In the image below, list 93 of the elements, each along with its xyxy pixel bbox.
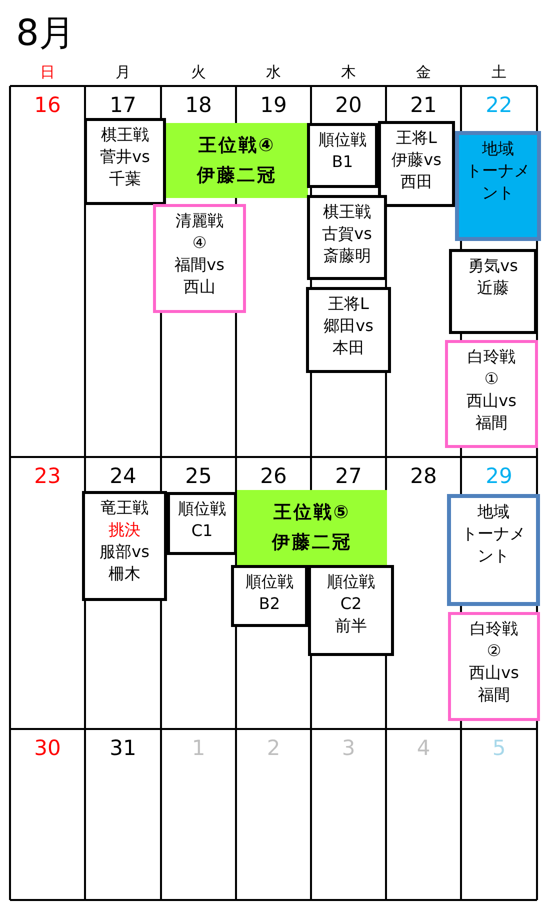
day-number: 23 (33, 463, 62, 489)
day-number: 24 (108, 463, 138, 489)
weekday-label: 火 (190, 63, 207, 81)
event-text: 順位戦 (178, 498, 226, 520)
event-text: 前半 (335, 615, 367, 637)
event-text: 棋王戦 (101, 124, 149, 146)
event-text: 菅井vs (100, 146, 150, 168)
event-text: 古賀vs (322, 223, 372, 245)
event-text: 棋王戦 (323, 201, 371, 223)
event-text: 西山vs (469, 662, 519, 684)
weekday-label: 木 (340, 63, 357, 81)
event-text: 斎藤明 (323, 245, 371, 267)
event-box (84, 118, 166, 205)
day-number: 30 (33, 735, 62, 761)
day-number: 16 (33, 92, 62, 118)
event-text: B2 (258, 593, 280, 615)
event-box (306, 287, 391, 373)
event-text: 清麗戦 (176, 210, 224, 232)
event-text: 白玲戦 (468, 346, 516, 368)
event-text: 順位戦 (318, 129, 366, 151)
day-number: 28 (409, 463, 438, 489)
day-number: 18 (184, 92, 213, 118)
day-number: 1 (190, 735, 206, 761)
weekday-label: 月 (114, 63, 132, 81)
event-text: 郷田vs (324, 315, 374, 337)
day-number: 21 (409, 92, 438, 118)
event-text: 柵木 (108, 563, 140, 585)
event-text: 西山vs (466, 390, 516, 412)
day-number: 4 (416, 735, 432, 761)
event-text: 王位戦⑤ (273, 500, 351, 524)
event-text: ④ (192, 232, 207, 254)
event-box (307, 195, 387, 280)
event-box (167, 492, 237, 555)
event-text: 勇気vs (468, 255, 518, 277)
day-number: 31 (108, 735, 138, 761)
event-text: 伊藤二冠 (197, 164, 277, 188)
event-box (82, 491, 167, 601)
event-box (449, 249, 537, 334)
event-text: トーナメント (465, 160, 531, 204)
event-box (153, 204, 246, 313)
event-text: 服部vs (100, 541, 150, 563)
event-text: 挑決 (108, 519, 140, 541)
day-number: 19 (259, 92, 288, 118)
event-text: 王位戦④ (198, 134, 276, 158)
event-text: 伊藤vs (392, 149, 442, 171)
event-text: 王将L (396, 127, 437, 149)
event-box (455, 131, 541, 241)
event-box (447, 494, 540, 606)
event-text: 福間 (476, 412, 508, 434)
event-box (448, 612, 540, 721)
event-box (378, 121, 455, 207)
event-text: C2 (340, 593, 362, 615)
weekday-label: 土 (490, 63, 508, 81)
event-text: トーナメント (460, 523, 526, 567)
weekday-label: 水 (265, 63, 282, 81)
event-text: 地域 (482, 138, 514, 160)
highlight-band (166, 123, 308, 198)
event-text: B1 (332, 151, 354, 173)
event-text: 伊藤二冠 (272, 530, 352, 554)
day-number: 17 (108, 92, 138, 118)
event-box (308, 565, 394, 656)
day-number: 5 (491, 735, 507, 761)
event-text: 順位戦 (246, 571, 294, 593)
event-text: 西山 (184, 276, 216, 298)
event-text: 西田 (400, 171, 432, 193)
event-box (307, 123, 378, 188)
event-text: 順位戦 (327, 571, 375, 593)
event-text: 近藤 (477, 277, 509, 299)
event-text: 本田 (332, 337, 364, 359)
event-text: 竜王戦 (100, 497, 148, 519)
day-number: 22 (484, 92, 514, 118)
day-number: 3 (340, 735, 356, 761)
day-number: 2 (266, 735, 282, 761)
day-number: 27 (334, 463, 363, 489)
event-text: C1 (191, 520, 213, 542)
day-number: 20 (334, 92, 363, 118)
day-number: 25 (184, 463, 213, 489)
weekday-label: 金 (415, 63, 432, 81)
weekday-label: 日 (39, 63, 56, 81)
highlight-band (237, 490, 387, 565)
day-number: 29 (484, 463, 514, 489)
event-text: 千葉 (109, 168, 141, 190)
day-number: 26 (259, 463, 288, 489)
event-text: 白玲戦 (470, 618, 518, 640)
event-text: ② (486, 640, 502, 662)
event-text: 福間 (478, 684, 510, 706)
event-box (445, 340, 538, 448)
event-box (231, 565, 308, 627)
month-title: 8月 (16, 12, 75, 56)
event-text: ① (484, 368, 499, 390)
event-text: 地域 (478, 501, 510, 523)
event-text: 王将L (328, 293, 369, 315)
event-text: 福間vs (174, 254, 224, 276)
